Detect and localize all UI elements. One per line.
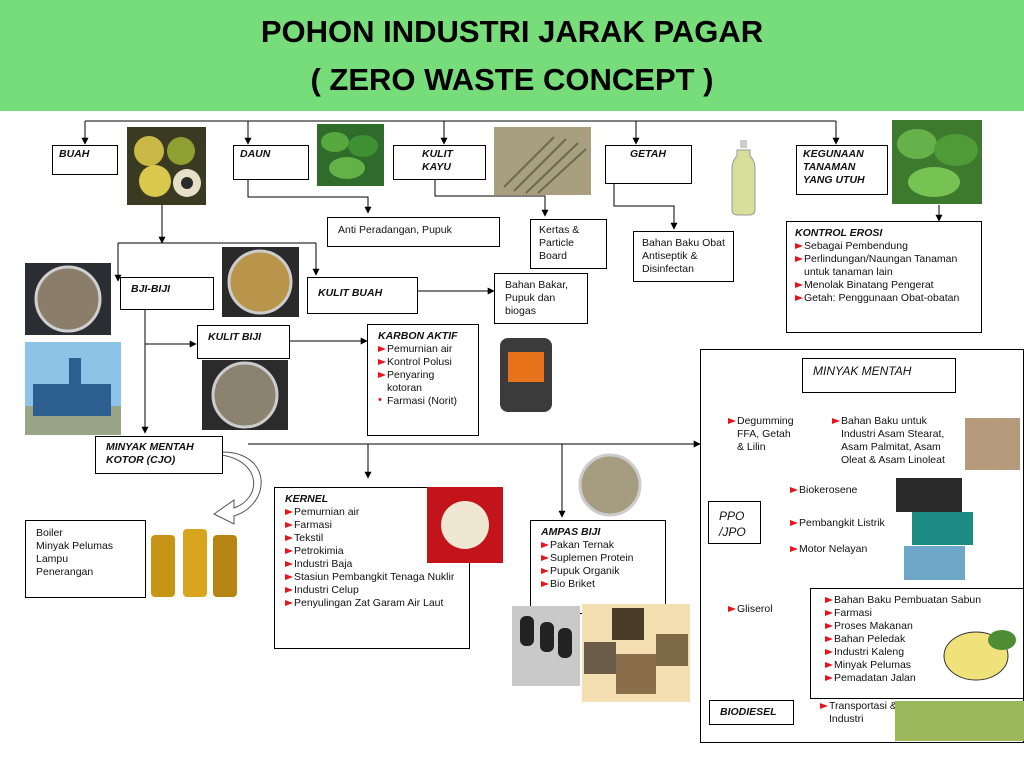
ppo-use-2: Pembangkit Listrik <box>790 517 885 530</box>
list-item: Getah: Penggunaan Obat-obatan <box>795 292 973 305</box>
list-item: Proses Makanan <box>825 620 1009 633</box>
list-item: Pemurnian air <box>285 506 420 519</box>
output-bahan-baku-obat: Bahan Baku Obat Antiseptik & Disinfectan <box>633 231 734 282</box>
list-item: Farmasi <box>825 607 1009 620</box>
list-item: Pupuk Organik <box>541 565 655 578</box>
kernel-list-2: Stasiun Pembangkit Tenaga Nuklir Industr… <box>285 571 459 610</box>
ampas-dish-photo <box>572 452 649 518</box>
list-item: Kontrol Polusi <box>378 356 468 369</box>
list-item: Penyaring kotoran <box>378 369 468 395</box>
list-item: Bahan Baku Pembuatan Sabun <box>825 594 1009 607</box>
list-item: Perlindungan/Naungan Tanaman untuk tanam… <box>795 253 973 279</box>
gliserol-list: Bahan Baku Pembuatan Sabun Farmasi Prose… <box>825 594 1009 685</box>
node-biji: BJI-BIJI <box>120 277 214 310</box>
soap-photo <box>940 620 1020 684</box>
node-kegunaan: KEGUNAAN TANAMAN YANG UTUH <box>796 145 888 195</box>
stove-photo <box>496 336 556 414</box>
node-minyak-mentah: MINYAK MENTAH <box>802 358 956 393</box>
list-item: Sebagai Pembendung <box>795 240 973 253</box>
generator-photo <box>912 512 973 545</box>
boiler-line: Lampu <box>36 553 69 565</box>
ppo-use-3: Motor Nelayan <box>790 543 867 556</box>
output-anti-peradangan: Anti Peradangan, Pupuk <box>327 217 500 247</box>
transport-item: Transportasi & Industri <box>820 700 900 726</box>
shell-dish-photo <box>202 360 288 430</box>
burner-photo <box>896 478 962 512</box>
kontrol-erosi-list: Sebagai Pembendung Perlindungan/Naungan … <box>795 240 973 305</box>
list-item: Farmasi (Norit) <box>378 394 468 408</box>
list-item: Suplemen Protein <box>541 552 655 565</box>
list-item: Industri Baja <box>285 558 420 571</box>
machine-photo <box>25 342 121 435</box>
list-item: Minyak Pelumas <box>825 659 1009 672</box>
bus-photo <box>895 701 1024 741</box>
list-item: Bahan Peledak <box>825 633 1009 646</box>
output-kertas: Kertas & Particle Board <box>530 219 607 269</box>
node-kulit-biji: KULIT BIJI <box>197 325 290 359</box>
node-buah: BUAH <box>52 145 118 175</box>
list-item: Petrokimia <box>285 545 420 558</box>
node-ppo: PPO /JPO <box>708 501 761 544</box>
list-item: Industri Kaleng <box>825 646 1009 659</box>
kernel-title: KERNEL <box>285 493 329 505</box>
output-boiler: Boiler Minyak Pelumas Lampu Penerangan <box>25 520 146 598</box>
list-item: Stasiun Pembangkit Tenaga Nuklir <box>285 571 459 584</box>
leaf-photo <box>317 124 384 186</box>
page-title: POHON INDUSTRI JARAK PAGAR <box>260 14 764 49</box>
list-item: Pemurnian air <box>378 343 468 356</box>
ampas-title: AMPAS BIJI <box>541 526 601 538</box>
bark-photo <box>494 127 591 195</box>
node-kulit-buah: KULIT BUAH <box>307 277 418 314</box>
list-item: Tekstil <box>285 532 420 545</box>
boiler-line: Boiler <box>36 527 63 539</box>
list-item: Pemadatan Jalan <box>825 672 1009 685</box>
kontrol-erosi-title: KONTROL EROSI <box>795 227 883 239</box>
karbon-aktif-box: KARBON AKTIF Pemurnian air Kontrol Polus… <box>367 324 479 436</box>
list-item: Penyulingan Zat Garam Air Laut <box>285 597 459 610</box>
node-kulit-kayu: KULIT KAYU <box>393 145 486 180</box>
seeds-dish-photo <box>25 263 111 335</box>
list-item: Bio Briket <box>541 578 655 591</box>
boiler-line: Minyak Pelumas <box>36 540 114 552</box>
page-subtitle: ( ZERO WASTE CONCEPT ) <box>310 62 714 97</box>
list-item: Pakan Ternak <box>541 539 655 552</box>
node-cjo: MINYAK MENTAH KOTOR (CJO) <box>95 436 223 474</box>
degum-item: Degumming FFA, Getah & Lilin <box>728 415 800 454</box>
gliserol-item: Gliserol <box>728 603 773 616</box>
kontrol-erosi-box: KONTROL EROSI Sebagai Pembendung Perlind… <box>786 221 982 333</box>
bottle-photo <box>729 138 758 216</box>
husk-dish-photo <box>222 247 299 317</box>
node-biodiesel: BIODIESEL <box>709 700 794 725</box>
ampas-products-photo <box>582 604 690 702</box>
kernel-photo <box>427 487 503 563</box>
ampas-list: Pakan Ternak Suplemen Protein Pupuk Orga… <box>541 539 655 591</box>
oil-bottles-photo <box>147 521 242 599</box>
ppo-use-1: Biokerosene <box>790 484 857 497</box>
boiler-line: Penerangan <box>36 566 94 578</box>
boat-photo <box>904 546 965 580</box>
briket-photo <box>512 606 580 686</box>
fruit-photo <box>127 127 206 205</box>
list-item: Menolak Binatang Pengerat <box>795 279 973 292</box>
node-getah: GETAH <box>605 145 692 184</box>
karbon-aktif-title: KARBON AKTIF <box>378 330 458 342</box>
kernel-list: Pemurnian air Farmasi Tekstil Petrokimia… <box>285 506 420 571</box>
chemicals-photo <box>965 418 1020 470</box>
node-daun: DAUN <box>233 145 309 180</box>
asam-item: Bahan Baku untuk Industri Asam Stearat, … <box>832 415 960 467</box>
ampas-box: AMPAS BIJI Pakan Ternak Suplemen Protein… <box>530 520 666 614</box>
output-bahan-bakar: Bahan Bakar, Pupuk dan biogas <box>494 273 588 324</box>
list-item: Industri Celup <box>285 584 459 597</box>
plant-photo <box>892 120 982 204</box>
karbon-aktif-list: Pemurnian air Kontrol Polusi Penyaring k… <box>378 343 468 408</box>
list-item: Farmasi <box>285 519 420 532</box>
header-banner: POHON INDUSTRI JARAK PAGAR ( ZERO WASTE … <box>0 0 1024 111</box>
